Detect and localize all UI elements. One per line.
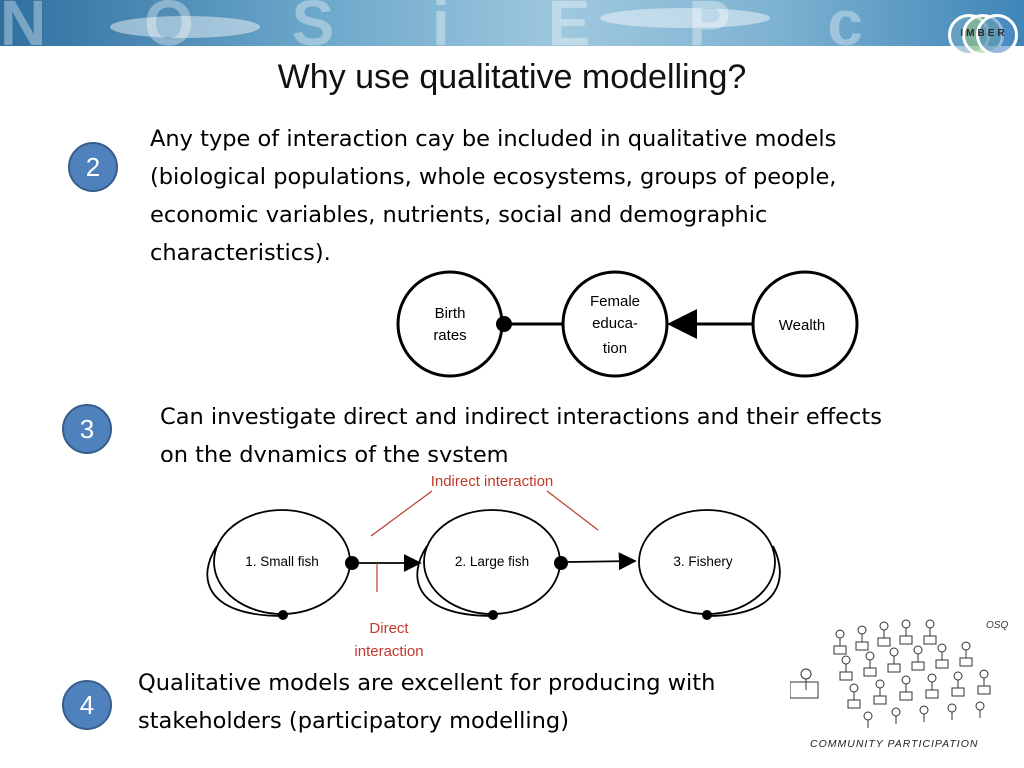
node-label: Wealth [779, 317, 825, 334]
self-loop-dot [488, 610, 498, 620]
logo-text: IMBER [960, 28, 1008, 39]
audience-sketch [790, 619, 991, 728]
seated-figures [833, 619, 991, 728]
cartoon-caption: COMMUNITY PARTICIPATION [810, 738, 978, 750]
point-number-badge: 3 [62, 404, 112, 454]
point-number-badge: 2 [68, 142, 118, 192]
interaction-diagram-1: Birth rates Female educa- tion Wealth [396, 270, 859, 378]
edge-dot-head [496, 316, 512, 332]
node-label: 2. Large fish [455, 554, 529, 569]
header-banner: N O S i E P c [0, 0, 1024, 46]
self-loop-dot [702, 610, 712, 620]
self-loop-small-fish [206, 545, 284, 617]
indirect-pointer-right [546, 490, 599, 531]
node-label: 1. Small fish [245, 554, 319, 569]
interaction-diagram-2: Indirect interaction 1. Small fish 2. La… [206, 473, 781, 660]
node-label: Birth [435, 305, 466, 322]
self-loop-dot [278, 610, 288, 620]
slide-title: Why use qualitative modelling? [277, 58, 747, 96]
point-2-text: Any type of interaction cay be included … [150, 126, 837, 266]
imber-logo: IMBER [948, 12, 1018, 58]
node-birth-rates [396, 270, 504, 378]
node-label: educa- [592, 315, 638, 332]
fish-image [110, 16, 260, 38]
edge-large-to-fishery [567, 552, 637, 571]
node-label: rates [433, 327, 466, 344]
banner-decoration: N O S i E P c [0, 0, 903, 46]
point-3-text: Can investigate direct and indirect inte… [160, 404, 882, 462]
indirect-interaction-label: Indirect interaction [431, 473, 554, 490]
edge-dot [345, 556, 359, 570]
node-label: Female [590, 293, 640, 310]
fish-image [600, 8, 770, 28]
indirect-pointer-left [370, 490, 433, 537]
community-participation-cartoon: OSQ COMMUNITY PARTICIPATION [790, 619, 1008, 750]
node-label: tion [603, 340, 627, 357]
point-number-badge: 4 [62, 680, 112, 730]
direct-interaction-label: interaction [354, 643, 423, 660]
self-loop-fishery [706, 545, 781, 617]
edge-dot [554, 556, 568, 570]
node-label: 3. Fishery [673, 554, 733, 569]
direct-interaction-label: Direct [369, 620, 409, 637]
point-4-text: Qualitative models are excellent for pro… [138, 670, 716, 734]
cartoon-signature: OSQ [986, 620, 1008, 631]
